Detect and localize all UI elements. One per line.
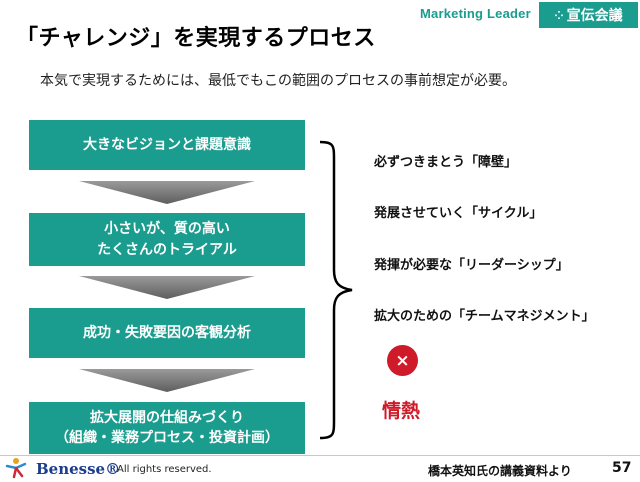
item-leadership: 発揮が必要な「リーダーシップ」	[374, 258, 569, 273]
step-label-line2: たくさんのトライアル	[97, 241, 237, 258]
badge-label: 宣伝会議	[566, 8, 623, 24]
step-label-line2: （組織・業務プロセス・投資計画）	[55, 430, 279, 446]
benesse-logo: Benesse®	[36, 460, 121, 478]
brand-badge: ⁘ 宣伝会議	[539, 2, 638, 28]
down-arrow-icon	[79, 276, 255, 299]
cross-circle-icon: ×	[387, 345, 418, 376]
item-cycle: 発展させていく「サイクル」	[374, 206, 543, 221]
page-number: 57	[612, 460, 632, 476]
page-subtitle: 本気で実現するためには、最低でもこの範囲のプロセスの事前想定が必要。	[40, 73, 516, 89]
step-label: 成功・失敗要因の客観分析	[83, 324, 251, 341]
source-note: 橋本英知氏の講義資料より	[428, 464, 572, 478]
step-label: 大きなビジョンと課題意識	[83, 136, 251, 153]
step-box-trial: 小さいが、質の高い たくさんのトライアル	[29, 213, 305, 266]
step-box-vision: 大きなビジョンと課題意識	[29, 120, 305, 170]
step-label: 拡大展開の仕組みづくり	[90, 409, 244, 426]
footer-divider	[0, 455, 640, 456]
item-team-management: 拡大のための「チームマネジメント」	[374, 309, 595, 324]
down-arrow-icon	[79, 181, 255, 204]
curly-brace-icon	[319, 140, 353, 440]
down-arrow-icon	[79, 369, 255, 392]
item-barrier: 必ずつきまとう「障壁」	[374, 155, 518, 170]
copyright: All rights reserved.	[117, 464, 212, 475]
page-title: 「チャレンジ」を実現するプロセス	[16, 26, 376, 51]
step-box-expansion: 拡大展開の仕組みづくり （組織・業務プロセス・投資計画）	[29, 402, 305, 454]
header-brand: Marketing Leader	[420, 6, 531, 21]
dotted-circle-icon: ⁘	[554, 8, 564, 22]
benesse-person-icon	[5, 458, 27, 479]
step-box-analysis: 成功・失敗要因の客観分析	[29, 308, 305, 358]
passion-label: 情熱	[382, 400, 421, 422]
step-label: 小さいが、質の高い	[104, 221, 230, 238]
